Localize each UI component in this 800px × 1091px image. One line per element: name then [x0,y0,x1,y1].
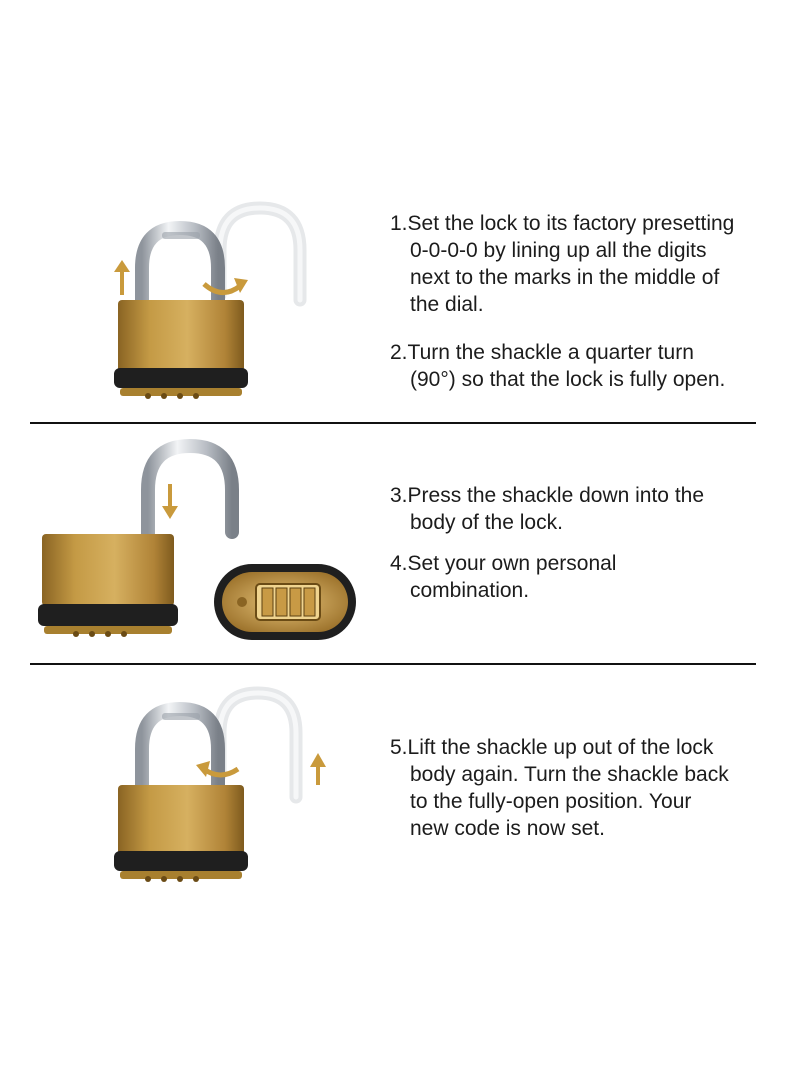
step-2-line-1: Turn the shackle a quarter turn [407,341,694,364]
padlock-open-icon [38,438,356,640]
step-3: 3.Press the shackle down into the body o… [390,482,704,536]
padlock-closed-icon [114,201,307,399]
step-1-number: 1. [390,212,408,235]
rotate-arrow-icon [202,278,248,295]
lock-illustration-step-1-2 [100,200,330,405]
step-list-panel-2: 3.Press the shackle down into the body o… [390,482,704,604]
step-3-number: 3. [390,484,408,507]
step-1-line-2: 0-0-0-0 by lining up all the digits [410,239,707,262]
arrow-down-icon [162,484,178,519]
step-3-line-2: body of the lock. [410,511,563,534]
combination-dial-icon [214,564,356,640]
step-2: 2.Turn the shackle a quarter turn (90°) … [390,339,734,393]
step-1: 1.Set the lock to its factory presetting… [390,210,734,318]
step-5-number: 5. [390,736,408,759]
lock-illustration-step-3-4 [30,432,370,647]
padlock-closed-icon [114,686,326,882]
lock-illustration-step-5 [100,685,340,890]
step-1-line-3: next to the marks in the middle of [410,266,720,289]
step-5: 5.Lift the shackle up out of the lock bo… [390,734,729,842]
divider-1 [30,422,756,424]
step-3-line-1: Press the shackle down into the [407,484,705,507]
step-1-line-4: the dial. [410,293,484,316]
arrow-up-icon [310,753,326,785]
step-list-panel-1: 1.Set the lock to its factory presetting… [390,210,734,393]
step-4: 4.Set your own personal combination. [390,550,704,604]
rotate-arrow-icon [196,761,240,778]
step-4-number: 4. [390,552,408,575]
step-4-line-1: Set your own personal [407,552,617,575]
step-2-number: 2. [390,341,408,364]
arrow-up-icon [114,260,130,295]
step-list-panel-3: 5.Lift the shackle up out of the lock bo… [390,734,729,842]
step-4-line-2: combination. [410,579,530,602]
step-1-line-1: Set the lock to its factory presetting [407,212,735,235]
step-5-line-4: new code is now set. [410,817,605,840]
divider-2 [30,663,756,665]
step-5-line-3: to the fully-open position. Your [410,790,692,813]
step-5-line-2: body again. Turn the shackle back [410,763,729,786]
step-5-line-1: Lift the shackle up out of the lock [407,736,714,759]
step-2-line-2: (90°) so that the lock is fully open. [410,368,726,391]
